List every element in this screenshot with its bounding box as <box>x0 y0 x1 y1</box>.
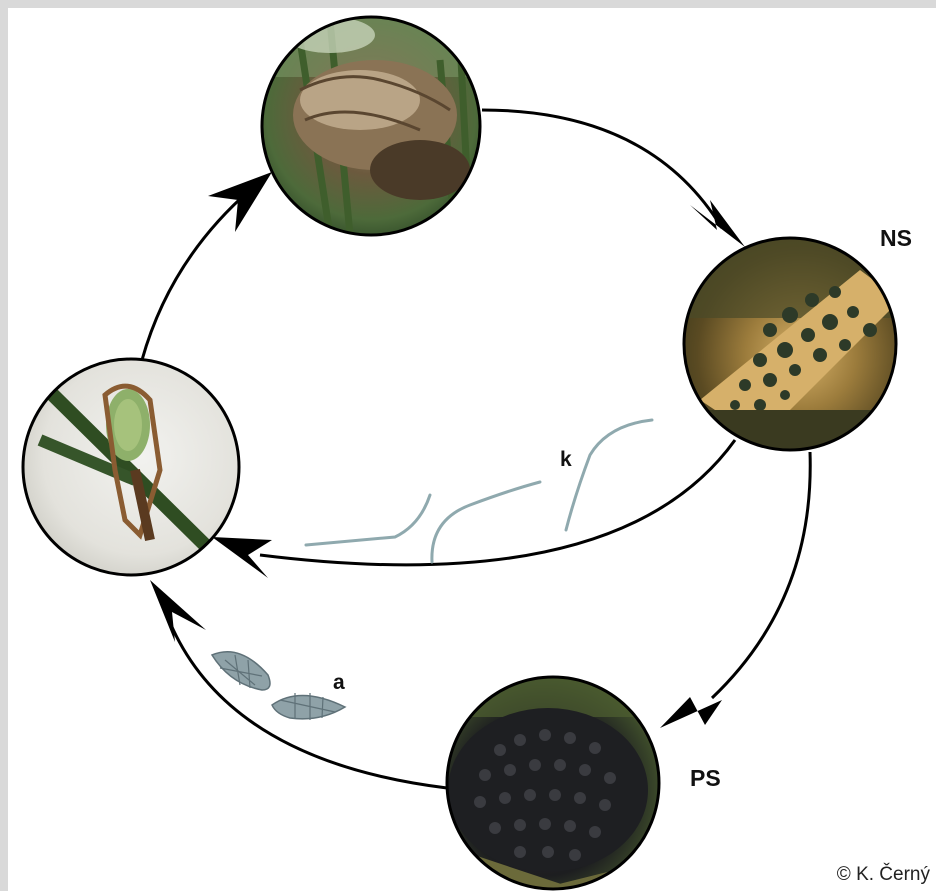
arrow-ns-to-left <box>260 440 735 565</box>
label-k: k <box>560 448 572 472</box>
photo-ps-stroma <box>447 677 659 890</box>
arrowheads <box>150 172 745 728</box>
ascospore-2 <box>272 693 345 720</box>
conidium-3 <box>566 420 652 530</box>
label-a: a <box>333 671 345 695</box>
arrow-ns-to-ps <box>712 452 810 698</box>
ascospores-a <box>212 652 345 720</box>
conidia-k <box>306 420 652 562</box>
arrowhead-left-mid <box>212 537 272 578</box>
photo-infected-shoot <box>23 359 239 575</box>
label-ps: PS <box>690 765 721 792</box>
copyright-notice: © K. Černý <box>837 864 930 886</box>
label-ns: NS <box>880 225 912 252</box>
photo-infected-bud <box>262 17 482 235</box>
conidium-2 <box>432 482 540 562</box>
arrowhead-left-bottom <box>150 580 206 642</box>
photo-ns-stroma <box>684 238 900 460</box>
conidium-1 <box>306 495 430 545</box>
arrow-top-to-ns <box>482 110 722 228</box>
arrow-left-to-top <box>142 190 250 360</box>
arrowhead-ps <box>660 697 722 728</box>
ascospore-1 <box>212 652 270 690</box>
arrowhead-ns <box>690 200 745 247</box>
